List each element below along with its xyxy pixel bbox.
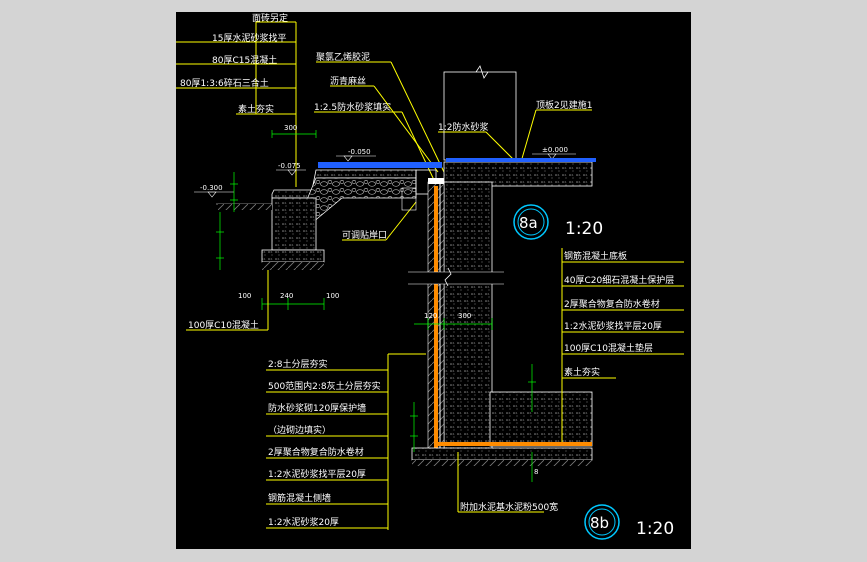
dimension-lines — [216, 130, 536, 482]
top-callouts: 聚氯乙烯胶泥 沥青麻丝 1:2.5防水砂浆填实 1:2防水砂浆 顶板2见建施1 … — [314, 51, 592, 241]
left-note-lime: 500范围内2:8灰土分层夯实 — [268, 380, 381, 392]
left-note-fill: （边砌边填实） — [268, 424, 331, 436]
callout-polystyrene: 聚氯乙烯胶泥 — [316, 51, 370, 63]
left-note-sidewall: 钢筋混凝土侧墙 — [268, 492, 331, 504]
bottom-note-group: 附加水泥基水泥粉500宽 — [457, 452, 558, 513]
detail-id-8b: 8b — [590, 514, 609, 532]
note-c15: 80厚C15混凝土 — [212, 54, 277, 66]
level-c: -0.300 — [200, 184, 223, 192]
right-note-membrane: 2厚聚合物复合防水卷材 — [564, 298, 660, 310]
level-marks: -0.075 -0.050 -0.300 ±0.000 — [194, 146, 576, 198]
right-note-slab: 钢筋混凝土底板 — [564, 250, 627, 262]
level-zero: ±0.000 — [542, 146, 568, 154]
main-wall-section — [408, 65, 596, 466]
detail-scale-8b: 1:20 — [636, 519, 674, 539]
left-note-wall: 防水砂浆砌120厚保护墙 — [268, 402, 366, 414]
left-note-membrane: 2厚聚合物复合防水卷材 — [268, 446, 364, 458]
detail-id-8a: 8a — [519, 214, 538, 232]
cad-drawing: 面砖另定 15厚水泥砂浆找平 80厚C15混凝土 80厚1:3:6碎石三合土 素… — [176, 12, 684, 540]
dim-240: 240 — [280, 292, 293, 300]
note-soil: 素土夯实 — [238, 103, 274, 115]
level-a: -0.075 — [278, 162, 301, 170]
dim-8: 8 — [534, 468, 538, 476]
detail-scale-8a: 1:20 — [565, 219, 603, 239]
callout-roof-ref: 顶板2见建施1 — [536, 99, 592, 111]
dim-300b: 300 — [458, 312, 471, 320]
callout-mortar-25: 1:2.5防水砂浆填实 — [314, 101, 391, 113]
callout-asphalt: 沥青麻丝 — [330, 75, 366, 87]
right-note-screed: 1:2水泥砂浆找平层20厚 — [564, 320, 662, 332]
left-note-soil: 2:8土分层夯实 — [268, 358, 328, 370]
foundation-note: 100厚C10混凝土 — [188, 319, 259, 331]
note-gravel: 80厚1:3:6碎石三合土 — [180, 77, 269, 89]
dim-300: 300 — [284, 124, 297, 132]
callout-drain: 可调贴岸口 — [342, 229, 387, 241]
left-note-screed: 1:2水泥砂浆找平层20厚 — [268, 468, 366, 480]
note-screed: 15厚水泥砂浆找平 — [212, 32, 286, 44]
callout-waterproof-mortar: 1:2防水砂浆 — [438, 121, 489, 133]
left-note-mortar: 1:2水泥砂浆20厚 — [268, 516, 339, 528]
detail-bubble-8a[interactable]: 8a 1:20 — [513, 204, 603, 240]
foundation-note-group: 100厚C10混凝土 — [186, 270, 269, 331]
level-b: -0.050 — [348, 148, 371, 156]
right-notes: 钢筋混凝土底板 40厚C20细石混凝土保护层 2厚聚合物复合防水卷材 1:2水泥… — [561, 248, 684, 442]
right-note-soil: 素土夯实 — [564, 366, 600, 378]
dimension-texts: 300 240 100 100 120 300 8 — [238, 124, 538, 476]
dim-100a: 100 — [238, 292, 251, 300]
detail-bubble-8b[interactable]: 8b 1:20 — [584, 504, 674, 540]
note-tile: 面砖另定 — [252, 12, 288, 24]
dim-100b: 100 — [326, 292, 339, 300]
top-left-notes: 面砖另定 15厚水泥砂浆找平 80厚C15混凝土 80厚1:3:6碎石三合土 素… — [176, 12, 297, 187]
right-note-c20: 40厚C20细石混凝土保护层 — [564, 274, 674, 286]
left-notes: 2:8土分层夯实 500范围内2:8灰土分层夯实 防水砂浆砌120厚保护墙 （边… — [266, 353, 426, 530]
right-note-c10: 100厚C10混凝土垫层 — [564, 342, 653, 354]
pavement-section — [216, 162, 442, 270]
bottom-note: 附加水泥基水泥粉500宽 — [460, 501, 558, 513]
dim-120: 120 — [424, 312, 437, 320]
cad-viewport[interactable]: 面砖另定 15厚水泥砂浆找平 80厚C15混凝土 80厚1:3:6碎石三合土 素… — [176, 12, 691, 549]
